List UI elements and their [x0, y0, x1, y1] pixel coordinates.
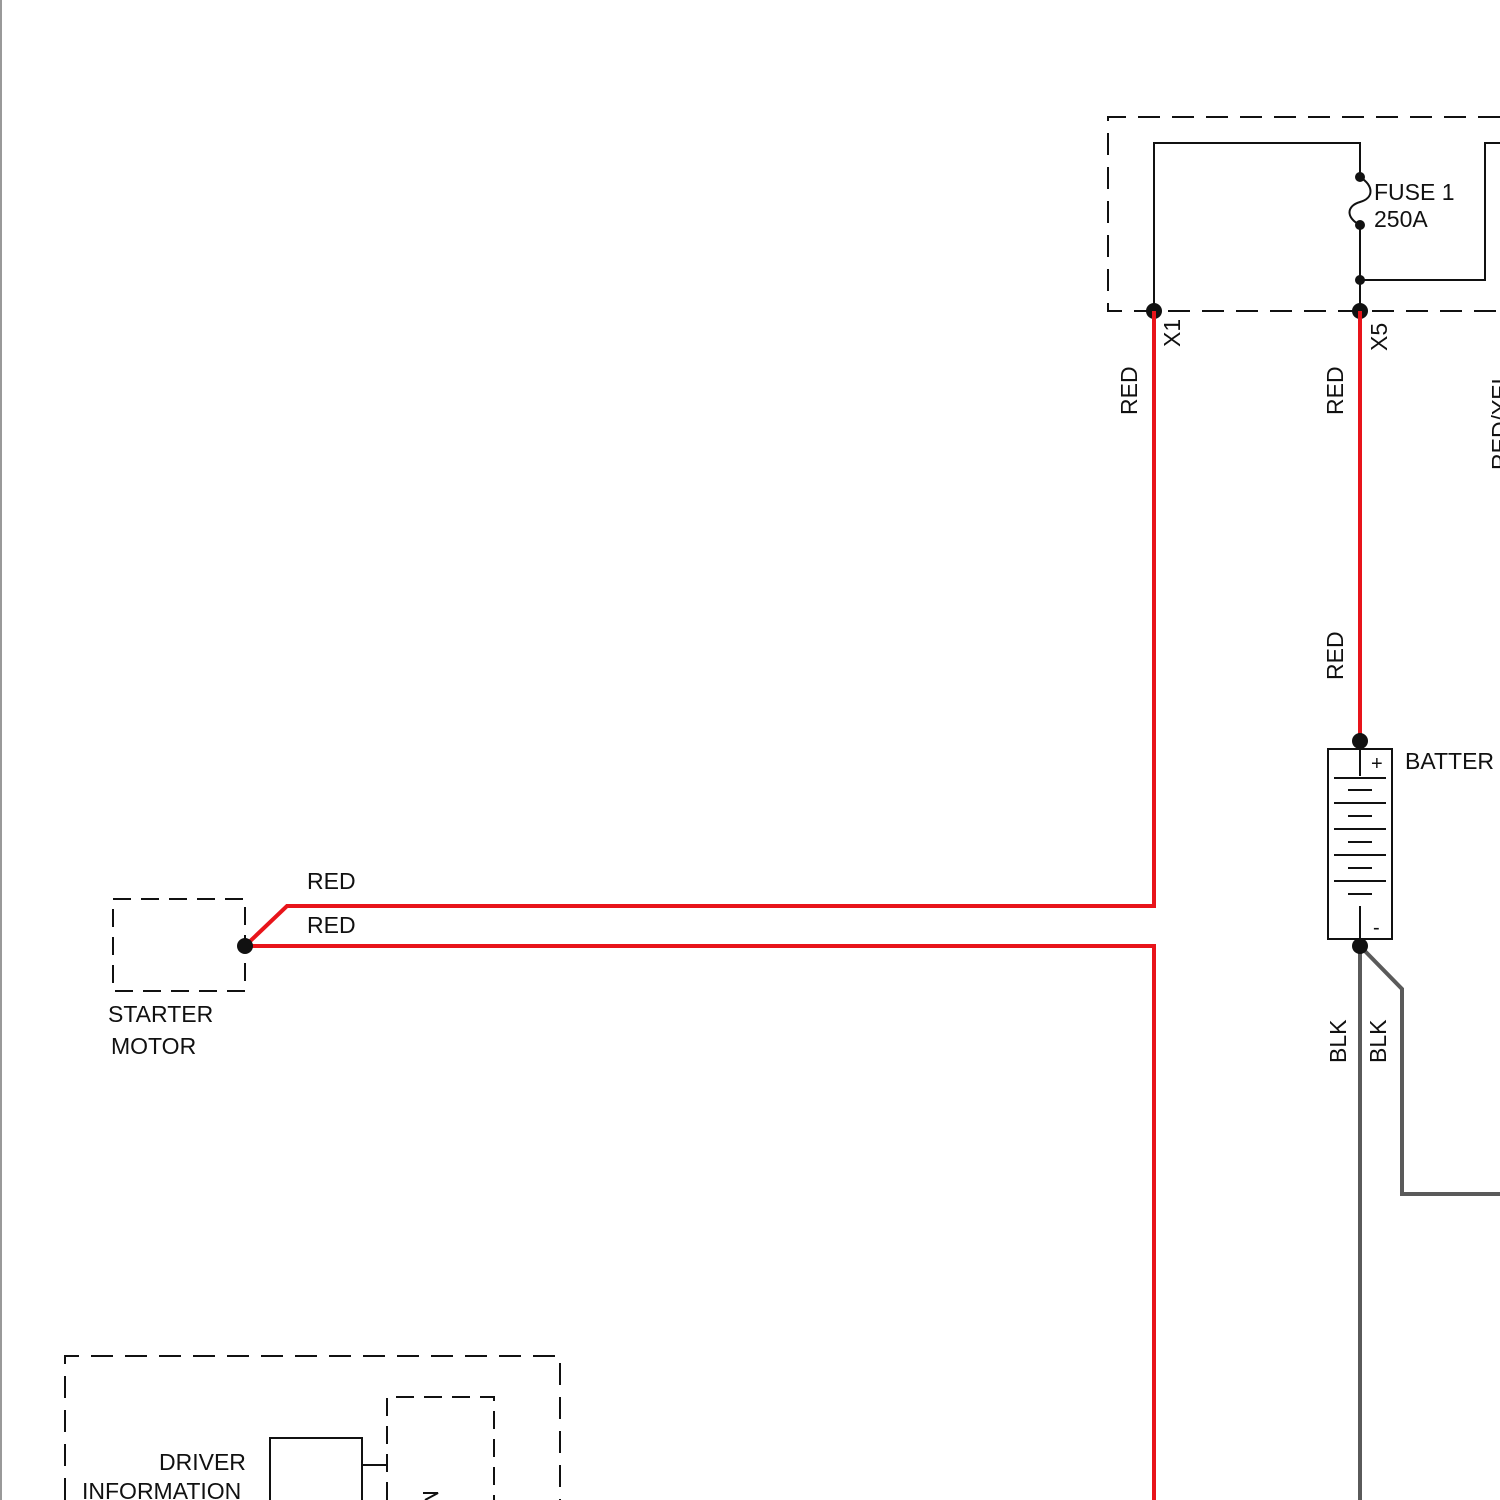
starter-motor-outline	[113, 899, 245, 991]
battery-plus-sign: +	[1371, 753, 1383, 775]
starter-motor: STARTER MOTOR	[108, 899, 253, 1059]
fuse-box: FUSE 1 250A X1 X5	[1108, 117, 1500, 351]
driver-information-inner-box	[387, 1397, 494, 1500]
battery-minus-sign: -	[1373, 917, 1380, 939]
fuse-box-outline	[1108, 117, 1500, 311]
wire-label-starter-upper: RED	[307, 868, 356, 894]
driver-information-label-line2: INFORMATION	[82, 1478, 241, 1500]
pin-label-x5: X5	[1366, 323, 1392, 351]
wire-label-x5-upper: RED	[1322, 366, 1348, 415]
fuse-name: FUSE 1	[1374, 179, 1455, 205]
wire-starter-lower[interactable]	[245, 946, 1154, 1500]
pin-label-x1: X1	[1159, 319, 1185, 347]
red-wires	[245, 311, 1360, 1500]
fuse-terminal-top	[1355, 172, 1365, 182]
driver-information-module: DRIVER INFORMATION	[65, 1356, 560, 1500]
driver-information-component	[270, 1438, 362, 1500]
wire-label-ground-1: BLK	[1325, 1019, 1351, 1063]
wire-battery-ground-branch[interactable]	[1360, 946, 1500, 1194]
wire-label-x1: RED	[1116, 366, 1142, 415]
driver-information-symbol	[423, 1493, 438, 1500]
fuse-symbol	[1350, 177, 1371, 225]
wire-label-starter-lower: RED	[307, 912, 356, 938]
battery: + - BATTER	[1328, 733, 1494, 939]
battery-negative-terminal	[1352, 938, 1368, 954]
battery-positive-terminal	[1352, 733, 1368, 749]
battery-label: BATTER	[1405, 748, 1494, 774]
fuse-rating: 250A	[1374, 206, 1428, 232]
starter-motor-label-line2: MOTOR	[111, 1033, 196, 1059]
wire-label-x5-lower: RED	[1322, 631, 1348, 680]
wire-label-ground-2: BLK	[1365, 1019, 1391, 1063]
wire-label-right-edge: RED/YEL	[1487, 371, 1500, 470]
starter-motor-terminal	[237, 938, 253, 954]
starter-motor-label-line1: STARTER	[108, 1001, 213, 1027]
wire-x1-to-starter[interactable]	[245, 311, 1154, 946]
driver-information-label-line1: DRIVER	[159, 1449, 246, 1475]
fuse-box-bus-x1	[1154, 143, 1360, 311]
